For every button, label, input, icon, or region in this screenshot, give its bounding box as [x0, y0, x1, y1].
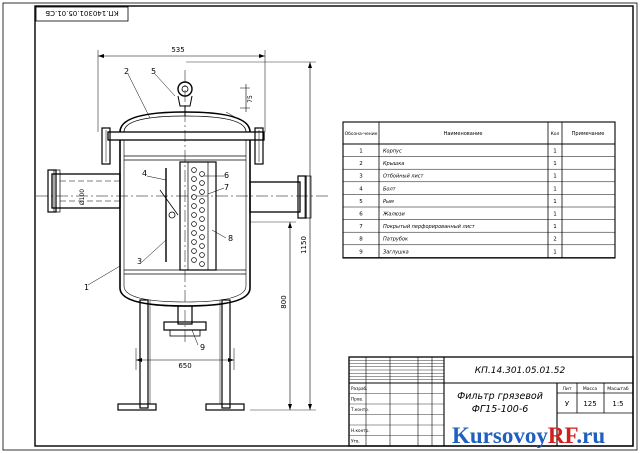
spec-row: 4 Болт 1	[359, 186, 557, 192]
spec-row-qty: 1	[553, 249, 557, 255]
top-stamp-box	[35, 6, 129, 22]
spec-row-name: Заглушка	[383, 249, 409, 255]
spec-row: 6 Жалюзи 1	[359, 212, 557, 218]
spec-row-pos: 7	[359, 224, 363, 230]
spec-row: 7 Покрытый перфорированный лист 1	[359, 224, 557, 230]
title-block-scale-label: Масштаб	[607, 386, 629, 392]
title-block-code: КП.14.301.05.01.52	[475, 366, 566, 376]
spec-row-name: Крышка	[383, 161, 404, 167]
spec-row-pos: 9	[359, 249, 363, 255]
spec-row-name: Корпус	[383, 149, 402, 155]
spec-table: Обозна-чение Наименование Кол Примечание…	[342, 121, 616, 259]
spec-row-qty: 1	[553, 199, 557, 205]
callout-3: 3	[137, 257, 142, 266]
spec-row-name: Жалюзи	[382, 212, 406, 218]
title-block-sign-label: Разраб.	[351, 386, 367, 391]
spec-row: 1 Корпус 1	[359, 149, 557, 155]
title-block-name-line1: Фильтр грязевой	[457, 391, 543, 402]
title-block-name-line2: ФГ15-100-6	[472, 404, 529, 415]
title-block-sign-label: Т.контр.	[350, 407, 369, 412]
spec-row-name: Болт	[383, 186, 397, 192]
spec-row-pos: 6	[359, 212, 363, 218]
spec-row-pos: 1	[359, 149, 363, 155]
spec-row-name: Патрубок	[383, 237, 408, 243]
spec-row-name: Рым	[383, 199, 394, 205]
spec-row: 3 Отбойный лист 1	[359, 174, 557, 180]
callout-9: 9	[200, 343, 205, 352]
watermark-part3: .ru	[576, 423, 605, 448]
title-block-mass-label: Масса	[583, 386, 598, 392]
callout-2: 2	[124, 67, 129, 76]
spec-row-qty: 1	[553, 212, 557, 218]
spec-header-name: Наименование	[444, 131, 483, 137]
spec-row-qty: 1	[553, 161, 557, 167]
dim-eye-r: 75	[247, 95, 254, 103]
spec-row: 5 Рым 1	[359, 199, 557, 205]
title-block-lit-value: У	[565, 400, 570, 408]
watermark-part1: Kursovoy	[452, 423, 548, 448]
title-block: КП.14.301.05.01.52 Фильтр грязевой ФГ15-…	[348, 356, 634, 447]
title-block-mass-value: 125	[583, 400, 596, 408]
spec-row: 9 Заглушка 1	[359, 249, 557, 255]
dim-width-top: 535	[171, 46, 184, 54]
svg-text:KursovoyRF.ru: KursovoyRF.ru	[452, 423, 605, 448]
filter-assembly-drawing	[36, 50, 330, 411]
spec-row-pos: 8	[359, 237, 363, 243]
callout-4: 4	[142, 169, 147, 178]
watermark-part2: RF	[548, 423, 578, 448]
spec-row-pos: 3	[359, 174, 363, 180]
spec-row-pos: 5	[359, 199, 363, 205]
callout-6: 6	[224, 171, 229, 180]
sheet-border-inner	[34, 5, 634, 447]
dim-inlet-dn: Ø100	[79, 189, 86, 205]
spec-row-qty: 1	[553, 224, 557, 230]
callout-8: 8	[228, 234, 233, 243]
title-block-lit-label: Лит	[563, 386, 572, 392]
spec-row-qty: 1	[553, 149, 557, 155]
spec-row-qty: 2	[553, 237, 557, 243]
spec-row-pos: 2	[359, 161, 363, 167]
callout-7: 7	[224, 183, 229, 192]
watermark: KursovoyRF.ru	[452, 423, 605, 448]
callout-1: 1	[84, 283, 89, 292]
spec-row: 8 Патрубок 2	[359, 237, 557, 243]
spec-row-qty: 1	[553, 186, 557, 192]
dim-width-bottom: 650	[178, 362, 191, 370]
spec-header-qty: Кол	[551, 131, 560, 137]
spec-row-qty: 1	[553, 174, 557, 180]
title-block-sign-label: Пров.	[351, 397, 363, 402]
spec-header-note: Примечание	[572, 131, 605, 137]
dim-height-total: 1150	[300, 236, 308, 254]
spec-row-name: Отбойный лист	[383, 174, 424, 180]
spec-row-pos: 4	[359, 186, 363, 192]
title-block-sign-label: Утв.	[351, 439, 360, 444]
title-block-scale-value: 1:5	[612, 400, 623, 408]
callout-5: 5	[151, 67, 156, 76]
spec-row: 2 Крышка 1	[359, 161, 557, 167]
spec-row-name: Покрытый перфорированный лист	[383, 224, 476, 230]
top-stamp-text: КП.140301.05.01.СБ	[45, 9, 119, 17]
title-block-sign-label: Н.контр.	[351, 428, 370, 433]
dim-height-mid: 800	[280, 295, 288, 308]
spec-header-designation: Обозна-чение	[345, 131, 378, 137]
